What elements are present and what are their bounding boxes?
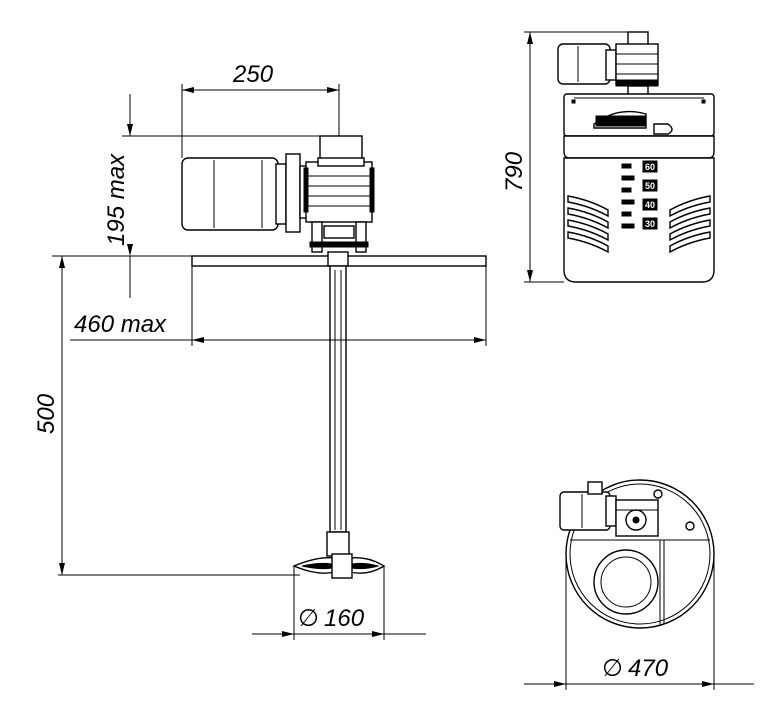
side-view xyxy=(181,135,487,579)
dim-470-symbol: ∅ xyxy=(602,655,623,682)
gearbox xyxy=(303,135,375,253)
scale-mark-40: 40 xyxy=(645,200,655,210)
motor xyxy=(181,153,309,233)
front-body: 60 50 40 30 xyxy=(563,93,715,283)
front-motor xyxy=(557,31,659,97)
scale-mark-30: 30 xyxy=(645,219,655,229)
dim-195: 195 max xyxy=(52,94,330,298)
shaft xyxy=(326,251,350,557)
scale-mark-50: 50 xyxy=(645,181,655,191)
dim-790-label: 790 xyxy=(501,151,528,192)
top-view xyxy=(559,479,715,629)
dim-500-label: 500 xyxy=(33,393,60,434)
dim-160-symbol: ∅ xyxy=(298,605,319,632)
dim-470-label: 470 xyxy=(628,655,669,682)
impeller xyxy=(292,553,386,579)
top-motor xyxy=(559,481,659,537)
dim-790: 790 xyxy=(501,31,628,283)
dim-250-label: 250 xyxy=(232,61,274,88)
dim-195-label: 195 max xyxy=(103,153,130,246)
front-view: 60 50 40 30 xyxy=(557,31,715,283)
dim-250: 250 xyxy=(181,61,340,158)
dim-470: ∅ 470 xyxy=(524,554,754,690)
dim-500: 500 xyxy=(33,256,300,576)
dim-160: ∅ 160 xyxy=(252,566,426,640)
dim-460-label: 460 max xyxy=(74,311,167,338)
level-scale: 60 50 40 30 xyxy=(621,160,658,230)
dim-160-label: 160 xyxy=(324,605,365,632)
scale-mark-60: 60 xyxy=(645,162,655,172)
dim-460: 460 max xyxy=(70,266,487,346)
